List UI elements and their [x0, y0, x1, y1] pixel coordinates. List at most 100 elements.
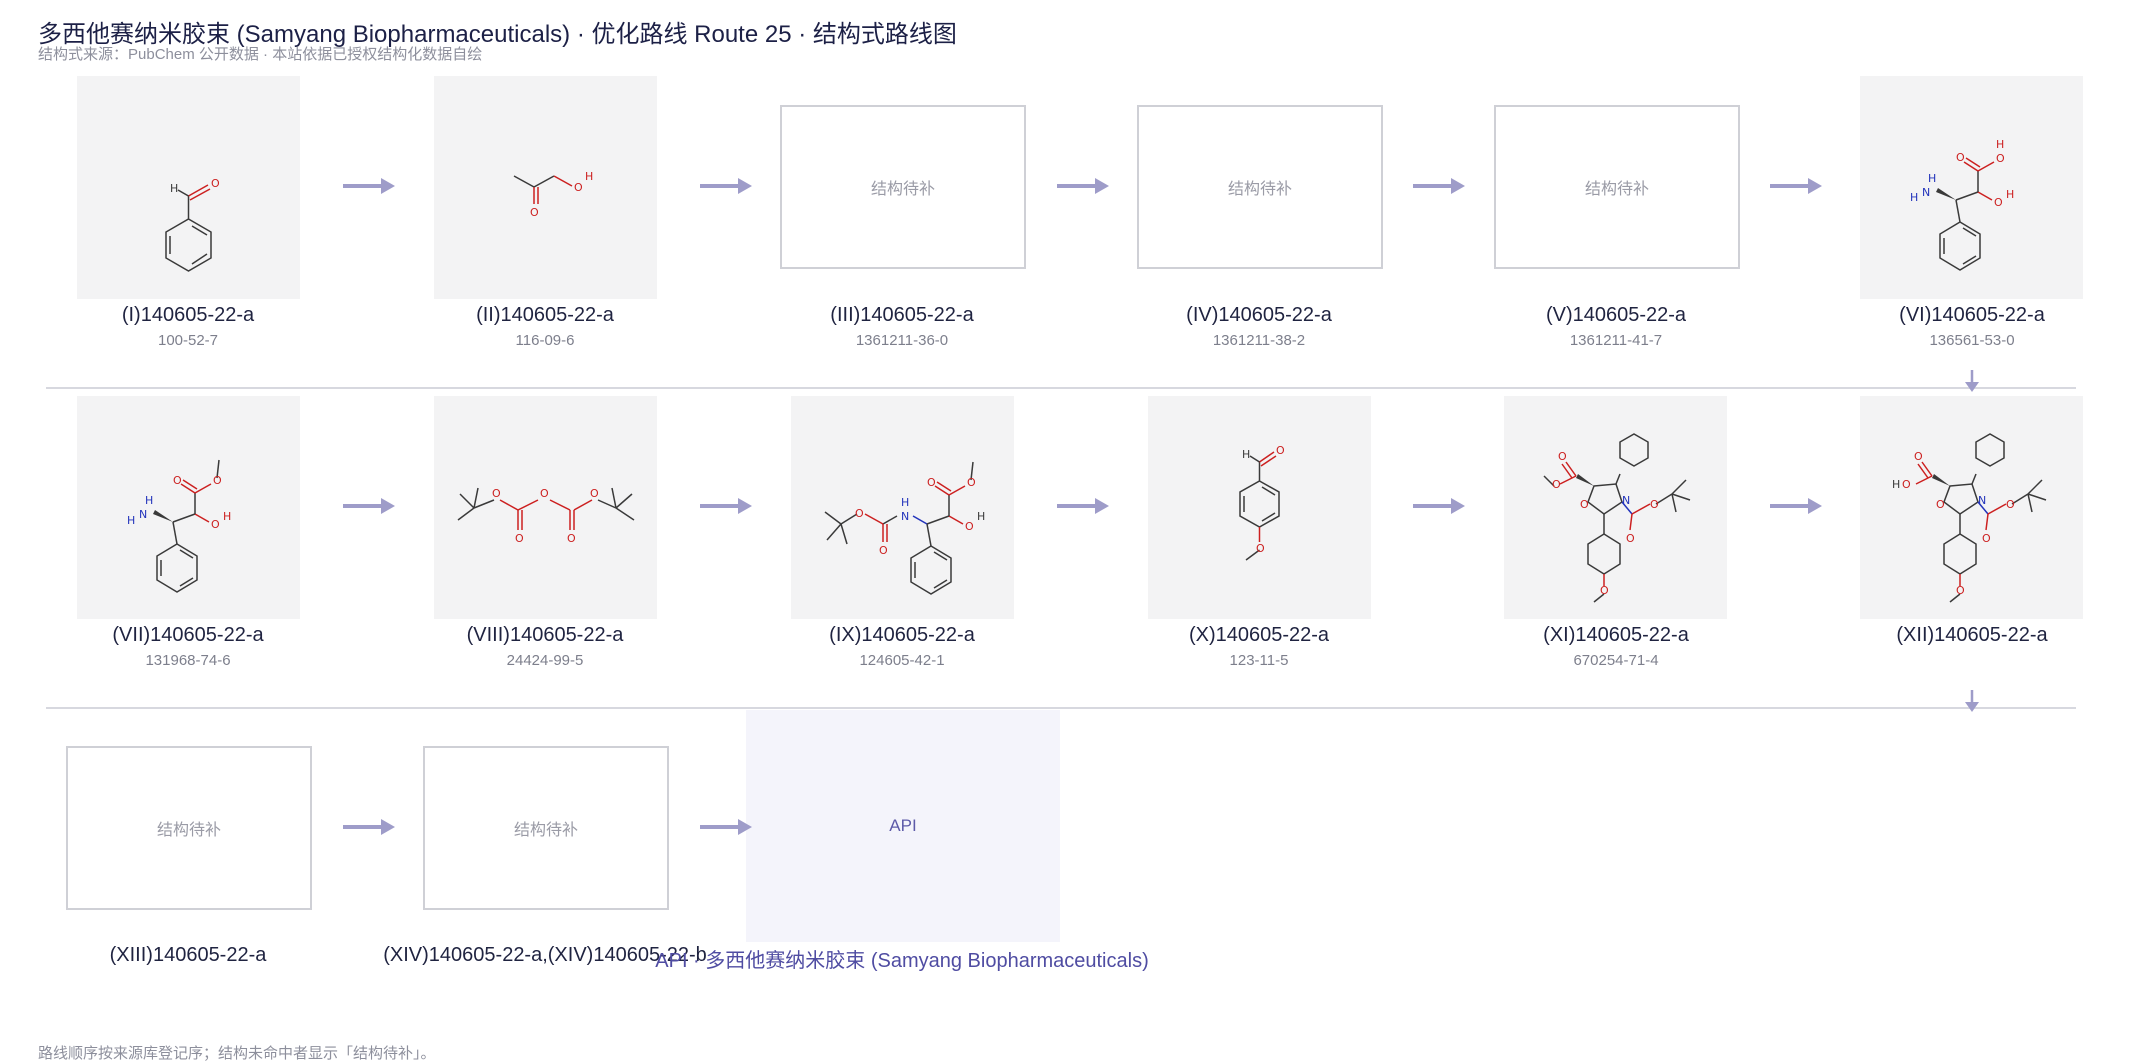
svg-text:O: O — [530, 206, 539, 219]
svg-text:O: O — [879, 544, 888, 557]
arrow-right-icon — [1413, 178, 1465, 194]
row-separator — [46, 387, 2076, 389]
node-label: (IX)140605-22-a — [829, 624, 975, 646]
page-title: 多西他赛纳米胶束 (Samyang Biopharmaceuticals) · … — [38, 21, 957, 48]
svg-text:H: H — [223, 510, 231, 523]
footer-note: 路线顺序按来源库登记序；结构未命中者显示「结构待补」。 — [38, 1045, 436, 1062]
svg-text:H: H — [977, 510, 985, 523]
svg-text:O: O — [540, 487, 549, 500]
node-cas: 123-11-5 — [1229, 652, 1289, 669]
svg-text:N: N — [901, 510, 909, 523]
arrow-right-icon — [700, 178, 752, 194]
svg-text:O: O — [515, 532, 524, 545]
api-label: API · 多西他赛纳米胶束 (Samyang Biopharmaceutica… — [655, 950, 1149, 972]
structure-thumbnail-oxazolidine-ester[interactable]: O N O O O O O — [1504, 396, 1727, 619]
svg-text:O: O — [1956, 584, 1965, 597]
node-cas: 116-09-6 — [515, 332, 575, 349]
node-cas: 100-52-7 — [157, 332, 219, 349]
svg-text:O: O — [1994, 196, 2003, 209]
svg-text:O: O — [855, 507, 864, 520]
arrow-down-icon — [1963, 690, 1981, 714]
page-subtitle: 结构式来源：PubChem 公开数据 · 本站依据已授权结构化数据自绘 — [38, 46, 483, 63]
svg-text:H: H — [1910, 191, 1918, 204]
svg-text:H: H — [1928, 172, 1936, 185]
svg-text:O: O — [2006, 498, 2015, 511]
svg-text:N: N — [1978, 494, 1986, 507]
svg-text:H: H — [127, 514, 135, 527]
node-label: (IV)140605-22-a — [1186, 304, 1332, 326]
svg-text:O: O — [1626, 532, 1635, 545]
structure-placeholder: 结构待补 — [1137, 105, 1383, 269]
row-separator — [46, 707, 2076, 709]
svg-text:O: O — [1650, 498, 1659, 511]
arrow-right-icon — [343, 178, 395, 194]
svg-text:O: O — [1558, 450, 1567, 463]
arrow-right-icon — [1057, 178, 1109, 194]
svg-text:H: H — [145, 494, 153, 507]
arrow-right-icon — [700, 498, 752, 514]
svg-text:O: O — [1902, 478, 1911, 491]
svg-text:N: N — [1922, 186, 1930, 199]
svg-text:O: O — [567, 532, 576, 545]
structure-placeholder: 结构待补 — [780, 105, 1026, 269]
structure-placeholder: 结构待补 — [1494, 105, 1740, 269]
svg-text:O: O — [1276, 444, 1285, 457]
node-label: (XI)140605-22-a — [1543, 624, 1689, 646]
arrow-right-icon — [343, 819, 395, 835]
structure-thumbnail-anisaldehyde[interactable]: O H O — [1148, 396, 1371, 619]
svg-text:O: O — [1982, 532, 1991, 545]
arrow-right-icon — [1413, 498, 1465, 514]
svg-text:O: O — [1256, 542, 1265, 555]
node-label: (XIII)140605-22-a — [109, 944, 267, 966]
structure-placeholder: 结构待补 — [423, 746, 669, 910]
structure-placeholder: 结构待补 — [66, 746, 312, 910]
svg-text:O: O — [574, 181, 583, 194]
svg-text:O: O — [1936, 498, 1945, 511]
arrow-down-icon — [1963, 370, 1981, 394]
node-cas: 1361211-36-0 — [855, 332, 949, 349]
node-label: (V)140605-22-a — [1545, 304, 1687, 326]
svg-text:O: O — [927, 476, 936, 489]
svg-text:O: O — [1956, 151, 1965, 164]
structure-thumbnail-boc2o[interactable]: O O O O O — [434, 396, 657, 619]
node-cas: 124605-42-1 — [859, 652, 945, 669]
svg-text:O: O — [1580, 498, 1589, 511]
node-label: (VI)140605-22-a — [1899, 304, 2045, 326]
svg-text:O: O — [1552, 478, 1561, 491]
arrow-right-icon — [700, 819, 752, 835]
api-box[interactable]: API — [746, 710, 1060, 942]
node-cas: 1361211-41-7 — [1569, 332, 1663, 349]
svg-text:H: H — [585, 170, 593, 183]
svg-text:H: H — [901, 496, 909, 509]
node-cas: 24424-99-5 — [506, 652, 584, 669]
node-cas: 136561-53-0 — [1929, 332, 2015, 349]
svg-text:O: O — [967, 476, 976, 489]
node-label: (I)140605-22-a — [121, 304, 255, 326]
node-cas: 670254-71-4 — [1573, 652, 1659, 669]
svg-text:O: O — [492, 487, 501, 500]
svg-text:O: O — [1914, 450, 1923, 463]
arrow-right-icon — [1770, 498, 1822, 514]
arrow-right-icon — [343, 498, 395, 514]
svg-text:O: O — [1996, 152, 2005, 165]
arrow-right-icon — [1057, 498, 1109, 514]
svg-text:N: N — [1622, 494, 1630, 507]
svg-text:N: N — [139, 508, 147, 521]
node-label: (X)140605-22-a — [1188, 624, 1330, 646]
svg-text:O: O — [211, 177, 220, 190]
svg-text:O: O — [1600, 584, 1609, 597]
svg-text:H: H — [1242, 448, 1250, 461]
node-label: (VII)140605-22-a — [112, 624, 264, 646]
svg-text:H: H — [2006, 188, 2014, 201]
svg-text:O: O — [213, 474, 222, 487]
node-label: (III)140605-22-a — [830, 304, 974, 326]
arrow-right-icon — [1770, 178, 1822, 194]
node-label: (VIII)140605-22-a — [466, 624, 624, 646]
svg-text:O: O — [590, 487, 599, 500]
